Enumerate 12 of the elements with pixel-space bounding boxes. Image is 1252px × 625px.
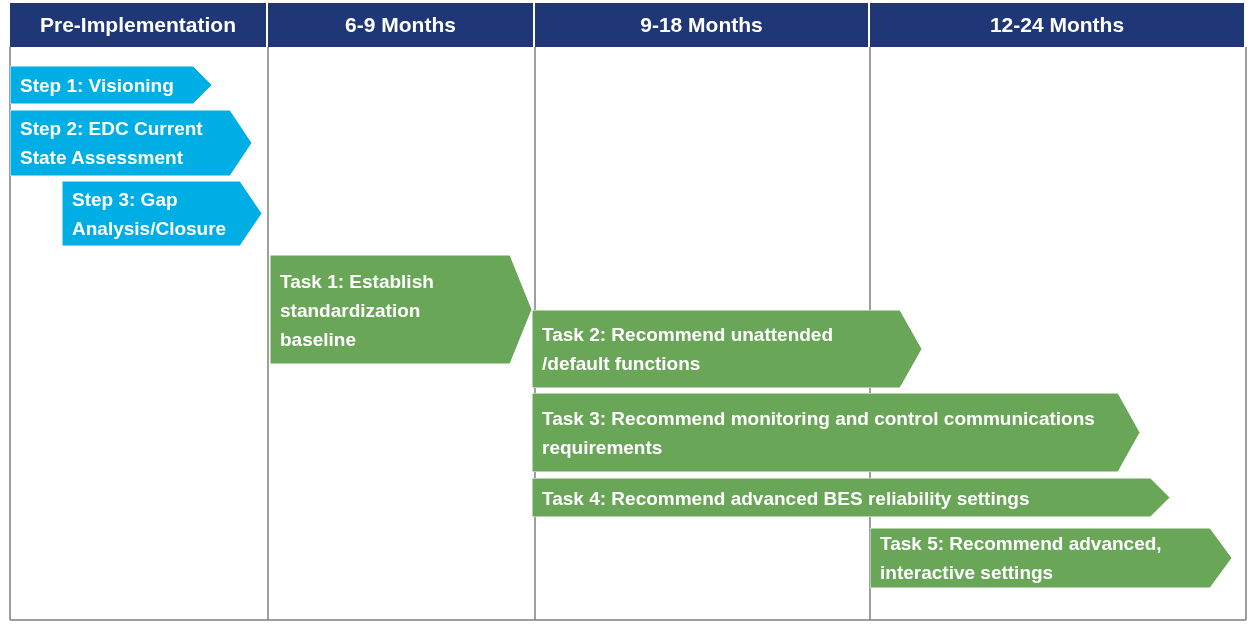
column-header: Pre-Implementation: [10, 3, 268, 47]
chevron-box: Task 5: Recommend advanced, interactive settings: [870, 528, 1232, 588]
chevron-box: Step 3: Gap Analysis/Closure: [62, 181, 262, 246]
chevron-box: Step 2: EDC Current State Assessment: [10, 110, 252, 176]
column-header: 9-18 Months: [535, 3, 870, 47]
chevron-box: Task 4: Recommend advanced BES reliability settings: [532, 478, 1170, 517]
chevron-box: Step 1: Visioning: [10, 66, 212, 104]
column-header: 12-24 Months: [870, 3, 1246, 47]
chevron-box: Task 2: Recommend unattended /default functions: [532, 310, 922, 388]
chevron-box: Task 1: Establish standardization baseline: [270, 255, 532, 364]
column-header: 6-9 Months: [268, 3, 535, 47]
chevron-box: Task 3: Recommend monitoring and control communications requirements: [532, 393, 1140, 472]
